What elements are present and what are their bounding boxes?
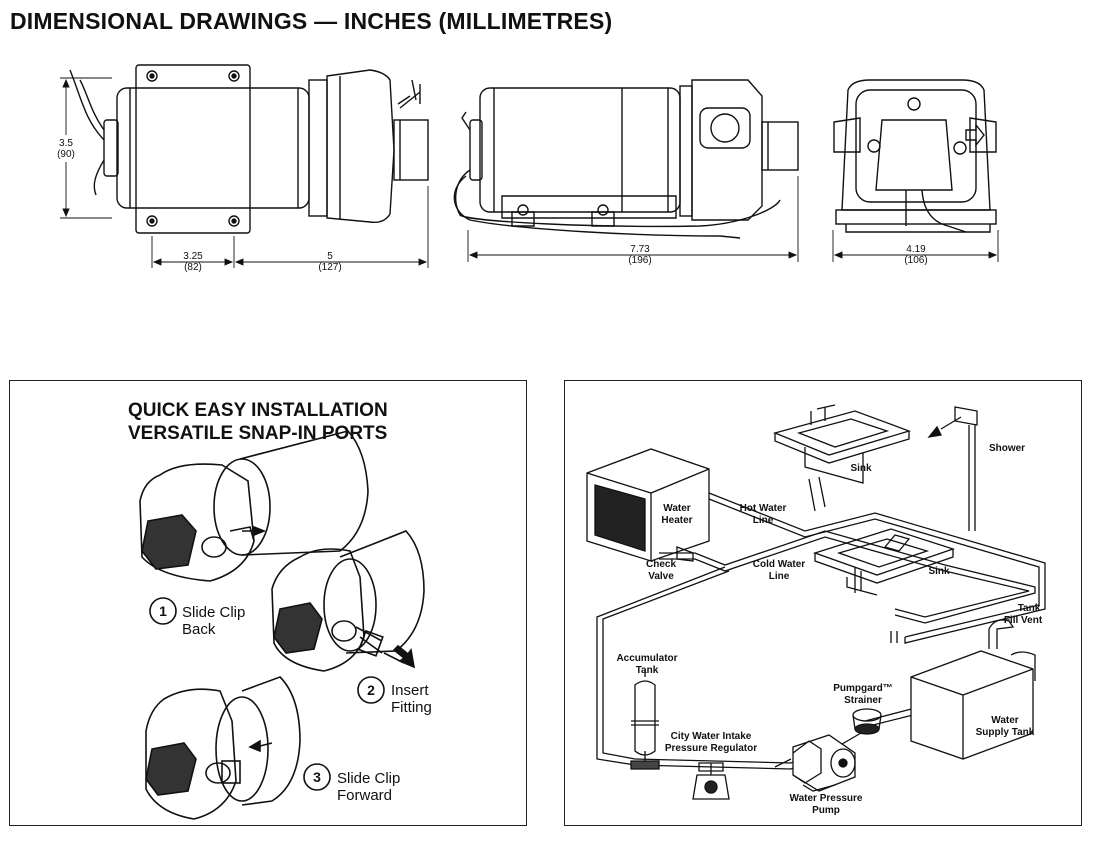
pipe-network	[596, 476, 1046, 770]
label-supply-tank-1: Water	[991, 715, 1019, 726]
label-hot-water-1: Hot Water	[740, 503, 787, 514]
label-city-water-2: Pressure Regulator	[665, 743, 757, 754]
step-1-number: 1	[159, 603, 167, 619]
label-supply-tank-2: Supply Tank	[976, 727, 1035, 738]
step-3-line-2: Forward	[337, 787, 392, 804]
step-1-circle	[149, 597, 177, 625]
step-2-number: 2	[367, 682, 375, 698]
label-cold-water-1: Cold Water	[753, 559, 806, 570]
check-valve	[676, 546, 694, 562]
step-2-line-2: Fitting	[391, 699, 432, 716]
installation-title-1: QUICK EASY INSTALLATION	[128, 400, 388, 421]
step-1-line-1: Slide Clip	[182, 604, 245, 621]
sink-middle	[812, 528, 956, 596]
installation-title-2: VERSATILE SNAP-IN PORTS	[128, 423, 388, 444]
label-tank-vent-2: Fill Vent	[1004, 615, 1043, 626]
water-heater	[586, 448, 710, 562]
water-supply-tank	[910, 650, 1036, 760]
installation-illustration: 1 2 3 Slide Clip Back Insert Fitting Sli…	[139, 430, 432, 820]
installation-panel: QUICK EASY INSTALLATION VERSATILE SNAP-I…	[9, 380, 527, 826]
step-1-line-2: Back	[182, 621, 216, 638]
dim-mount-in: 3.25	[183, 251, 203, 262]
dim-height-in: 3.5	[59, 138, 73, 149]
accumulator-tank	[630, 671, 660, 770]
pump-step-1	[139, 430, 369, 582]
pump-end-view	[833, 79, 997, 233]
label-accumulator-1: Accumulator	[616, 653, 677, 664]
label-water-heater-1: Water	[663, 503, 691, 514]
dim-side-length-in: 7.73	[630, 244, 650, 255]
dimensional-drawings: 3.5 (90) 3.25 (82) 5 (127) 7.73 (196) 4.…	[57, 64, 999, 273]
label-city-water-1: City Water Intake	[671, 731, 752, 742]
label-cold-water-2: Line	[769, 571, 790, 582]
pumpgard-strainer	[836, 708, 882, 748]
dim-end-width-mm: (106)	[904, 255, 927, 266]
shower	[927, 406, 978, 531]
step-3-number: 3	[313, 769, 321, 785]
pump-top-view	[69, 64, 429, 234]
pump-step-2	[271, 530, 425, 672]
label-accumulator-2: Tank	[636, 665, 659, 676]
step-3-line-1: Slide Clip	[337, 770, 400, 787]
label-check-valve-2: Valve	[648, 571, 674, 582]
label-pumpgard-2: Strainer	[844, 695, 882, 706]
plumbing-panel: Sink Shower Water Heater Hot Water Line …	[564, 380, 1082, 826]
label-tank-vent-1: Tank	[1018, 603, 1041, 614]
step-3-circle	[303, 763, 331, 791]
label-check-valve-1: Check	[646, 559, 676, 570]
page-title: DIMENSIONAL DRAWINGS — INCHES (MILLIMETR…	[10, 8, 613, 34]
label-shower: Shower	[989, 443, 1025, 454]
dim-length-mm: (127)	[318, 262, 341, 273]
tank-fill-vent	[988, 619, 1015, 649]
pump-side-view	[453, 79, 799, 239]
label-pumpgard-1: Pumpgard™	[833, 683, 892, 694]
label-hot-water-2: Line	[753, 515, 774, 526]
label-water-heater-2: Heater	[661, 515, 692, 526]
dim-height-mm: (90)	[57, 149, 75, 160]
plumbing-diagram: Sink Shower Water Heater Hot Water Line …	[586, 404, 1046, 816]
label-sink-mid: Sink	[928, 566, 950, 577]
label-pump-1: Water Pressure	[790, 793, 863, 804]
dim-end-width-in: 4.19	[906, 244, 926, 255]
label-sink-top: Sink	[850, 463, 872, 474]
pressure-regulator	[692, 762, 730, 800]
dim-mount-mm: (82)	[184, 262, 202, 273]
step-2-line-1: Insert	[391, 682, 429, 699]
dim-length-in: 5	[327, 251, 333, 262]
step-2-circle	[357, 676, 385, 704]
dim-side-length-mm: (196)	[628, 255, 651, 266]
label-pump-2: Pump	[812, 805, 840, 816]
sink-top	[772, 404, 912, 484]
pump-step-3	[145, 676, 301, 820]
water-pressure-pump	[774, 734, 856, 792]
